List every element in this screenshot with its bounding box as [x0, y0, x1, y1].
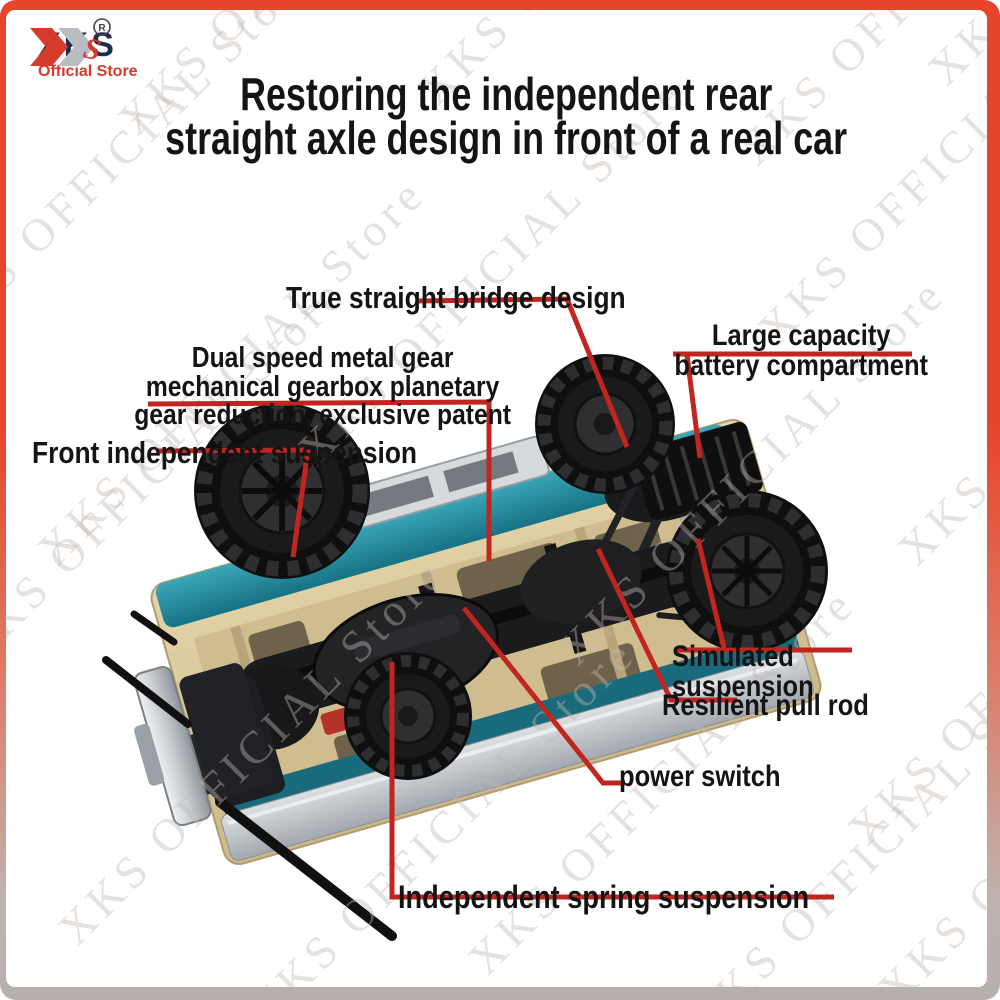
servo-accent [320, 707, 354, 735]
store-logo: S R XKS Official Store [28, 18, 138, 80]
title-line-2: straight axle design in front of a real … [165, 112, 847, 165]
gearbox [312, 593, 499, 713]
callout-front-independent-suspension: Front independent suspension [32, 408, 485, 469]
front-differential [224, 665, 320, 751]
transfer-case [520, 539, 642, 624]
wheel-front-bottom [344, 652, 472, 780]
xks-logo-icon: S R [30, 18, 111, 68]
battery-box [633, 421, 763, 520]
callout-battery-compartment: Large capacity battery compartment [566, 292, 987, 380]
rear-axle-assembly [591, 440, 734, 573]
callout-label: Front independent suspension [32, 435, 418, 471]
watermark-text: XKS OFFICIAL Store [237, 626, 646, 987]
callout-label: Resilient pull rod [662, 689, 869, 723]
callout-true-straight-bridge: True straight bridge design [221, 253, 691, 314]
callout-dual-speed-gearbox: Dual speed metal gear mechanical gearbox… [88, 316, 558, 430]
title-line-1: Restoring the independent rear [239, 68, 773, 120]
callout-resilient-pull-rod: Resilient pull rod [662, 662, 905, 721]
logo-subtext: Official Store [38, 63, 138, 80]
callout-label: Independent spring suspension [398, 879, 810, 916]
callout-label: True straight bridge design [286, 280, 626, 316]
watermark-text: XKS OFFICIAL Store [47, 546, 456, 955]
svg-text:S: S [81, 32, 104, 68]
callout-label: Large capacity battery compartment [674, 319, 928, 382]
callout-label: power switch [619, 760, 781, 794]
callout-power-switch: power switch [619, 733, 809, 792]
line-power-switch [462, 606, 625, 786]
callout-independent-spring-suspension: Independent spring suspension [398, 851, 882, 914]
front-bumper-blocks [180, 675, 285, 809]
svg-text:R: R [98, 23, 106, 34]
chrome-front-bumper [133, 663, 274, 827]
antenna-rods [102, 610, 397, 941]
page-title: Restoring the independent rear straight … [6, 68, 987, 165]
callout-simulated-suspension: Simulated suspension [672, 613, 987, 701]
callout-label: Dual speed metal gear mechanical gearbox… [134, 342, 512, 432]
callout-label: Simulated suspension [672, 640, 814, 703]
